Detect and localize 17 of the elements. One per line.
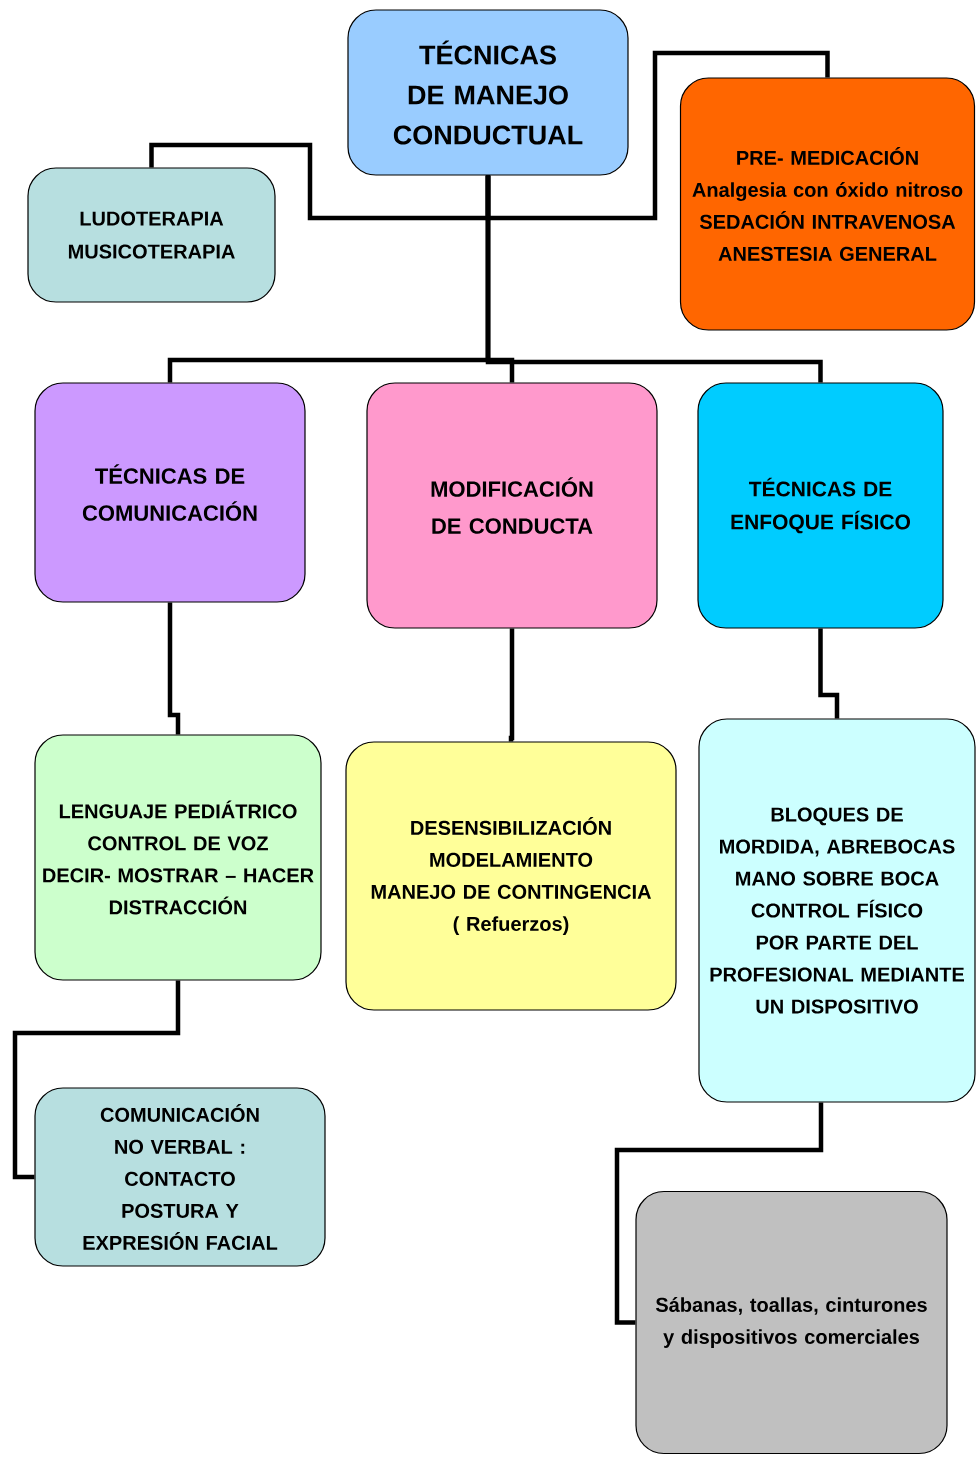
technique-box: DESENSIBILIZACIÓN MODELAMIENTO MANEJO DE CONTINGENCIA ( Refuerzos) (345, 741, 677, 1011)
therapy-box: LUDOTERAPIA MUSICOTERAPIA (27, 167, 276, 303)
connector-line (167, 602, 181, 735)
category-box: TÉCNICAS DE COMUNICACIÓN (34, 382, 306, 603)
category-box: TÉCNICAS DE ENFOQUE FÍSICO (697, 382, 944, 629)
technique-box: BLOQUES DE MORDIDA, ABREBOCAS MANO SOBRE BOCA CONTROL FÍSICO POR PARTE DEL PROFESIONAL MEDIANTE UN DISPOSITIVO (698, 718, 976, 1103)
connector-line (12, 980, 181, 1180)
technique-box: LENGUAJE PEDIÁTRICO CONTROL DE VOZ DECIR- MOSTRAR – HACER DISTRACCIÓN (34, 734, 322, 981)
category-box: MODIFICACIÓN DE CONDUCTA (366, 382, 658, 629)
connector-line (508, 628, 515, 742)
connector-line (485, 175, 823, 383)
connector-line (818, 628, 840, 719)
technique-box: COMUNICACIÓN NO VERBAL : CONTACTO POSTURA Y EXPRESIÓN FACIAL (34, 1087, 326, 1267)
title-box: TÉCNICAS DE MANEJO CONDUCTUAL (347, 9, 629, 176)
technique-box: Sábanas, toallas, cinturones y dispositivos comerciales (635, 1190, 948, 1455)
connector-line (614, 1102, 824, 1325)
medication-box: PRE- MEDICACIÓN Analgesia con óxido nitroso SEDACIÓN INTRAVENOSA ANESTESIA GENERAL (679, 77, 976, 331)
